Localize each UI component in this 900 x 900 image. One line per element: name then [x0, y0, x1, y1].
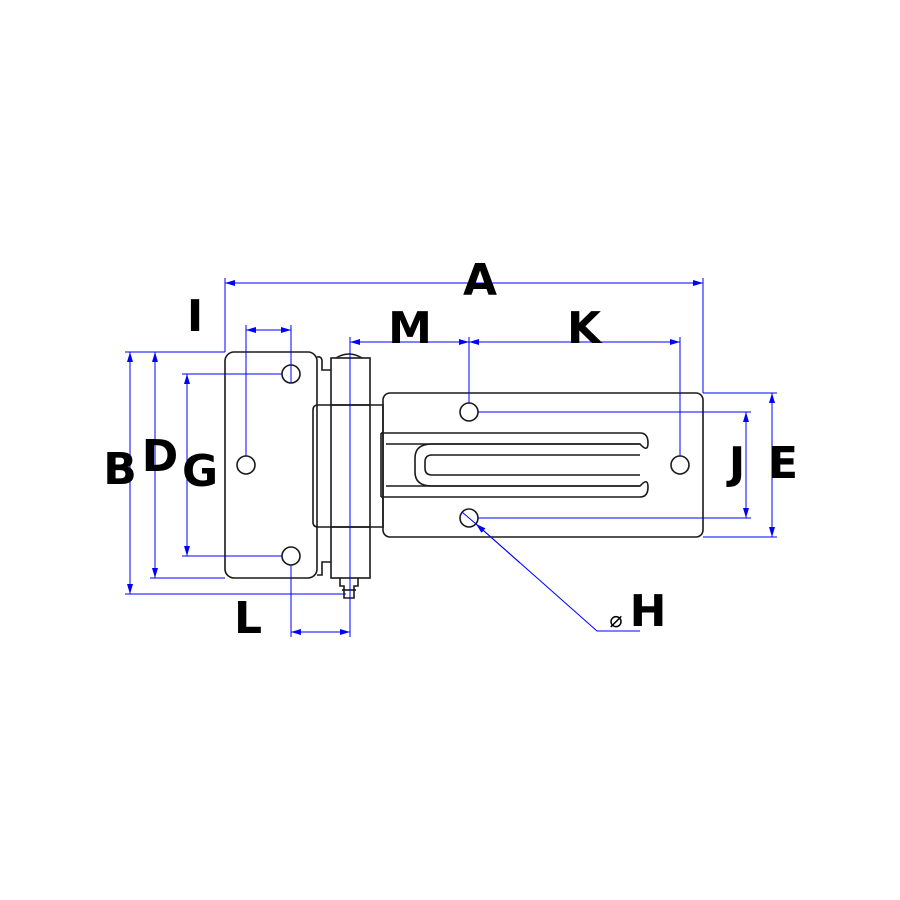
adjustment-slot: [380, 432, 649, 498]
right-leaf-plate: [382, 392, 704, 538]
label-b: B: [103, 444, 137, 495]
hinge-part: [224, 351, 704, 599]
mounting-hole: [236, 455, 256, 475]
label-d: D: [142, 431, 179, 482]
dimension-lines: [125, 278, 777, 637]
label-h: H: [630, 586, 667, 637]
label-k: K: [567, 303, 603, 354]
label-m: M: [388, 303, 432, 354]
mounting-hole: [459, 402, 479, 422]
diameter-symbol: ⌀: [609, 608, 622, 633]
hinge-knuckle: [312, 353, 384, 599]
label-a: A: [463, 255, 497, 306]
label-i: I: [187, 291, 203, 342]
label-g: G: [182, 446, 218, 497]
dimension-labels: A I M K B D G J E L ⌀ H: [103, 255, 798, 644]
grease-fitting: [339, 578, 359, 599]
mounting-hole: [281, 546, 301, 566]
label-e: E: [768, 438, 798, 489]
label-l: L: [234, 593, 262, 644]
mounting-hole: [670, 455, 690, 475]
left-leaf-plate: [224, 351, 318, 579]
label-j: J: [726, 438, 745, 489]
